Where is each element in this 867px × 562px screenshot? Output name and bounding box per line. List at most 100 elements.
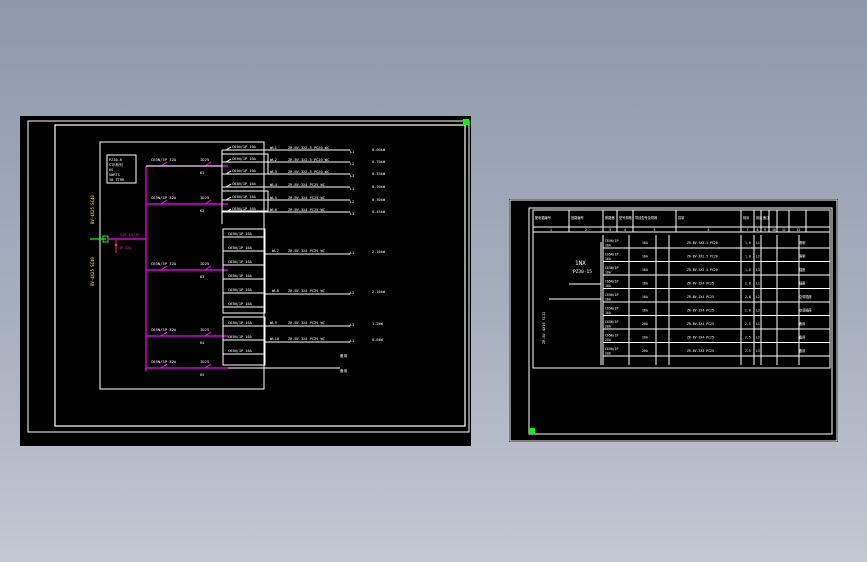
- feeder-rcd-label: ID25: [200, 157, 209, 162]
- branch-breaker-label: C65N/1P 16A: [232, 207, 257, 211]
- row-phase: L3: [756, 309, 760, 313]
- branch-power: 0.55kW: [372, 172, 386, 176]
- row-use: 插座: [799, 267, 806, 272]
- group-a-breaker-label: C65N/1P 16A: [228, 246, 253, 250]
- group-a-box: [222, 228, 266, 314]
- group-a-breaker-label: C65N/1P 16A: [228, 232, 253, 236]
- row-breaker: C65N/1P: [605, 334, 619, 338]
- group-b-cable: ZR-BV-3X4 PC25 WC: [288, 337, 325, 341]
- row-rating: 16A: [605, 257, 611, 261]
- branch-phase: L1: [350, 150, 354, 154]
- panel-label: 1NX: [575, 260, 586, 267]
- info-box-line: SWRTS: [109, 173, 120, 177]
- row-use: 备用: [799, 321, 805, 326]
- row-cable: ZR-BV-3X4 PC25: [687, 309, 714, 313]
- row-kw: 2.0: [745, 295, 751, 299]
- branch-cable: ZR-BV-3X4 PC25 WC: [288, 208, 325, 212]
- header-number: 4: [624, 228, 626, 232]
- row-phase: L3: [756, 349, 760, 353]
- group-b-cable: ZR-BV-3X4 PC25 WC: [288, 321, 325, 325]
- row-use: 照明: [799, 255, 805, 259]
- row-breaker: C65N/1P: [605, 239, 619, 243]
- group-b-breaker-label: C65N/1P 16A: [228, 321, 253, 325]
- feeder-tag: K1: [200, 171, 204, 175]
- incoming-breaker-label: S2E-63/4P: [120, 233, 139, 237]
- feeder-switch: [160, 161, 168, 167]
- group-b-power: 1.2kW: [372, 322, 384, 326]
- sheet-inner-frame: [528, 207, 833, 435]
- panel-sub-label: PZ30-15: [573, 269, 592, 275]
- branch-switch: [225, 183, 232, 188]
- group-a-breaker-label: C65N/1P 16A: [228, 302, 253, 306]
- row-cable: ZR-BV-3X2.5 PC20: [687, 268, 718, 272]
- branch-breaker-label: C65N/1P 16A: [232, 195, 257, 199]
- feeder-tag: K5: [200, 373, 204, 377]
- group-b-breaker-label: C65N/1P 16A: [228, 335, 253, 339]
- group-a-cable: ZR-BV-3X4 PC25 WC: [288, 249, 325, 253]
- row-kw: 2.0: [745, 282, 751, 286]
- row-cable: ZR-BV-3X4 PC25: [687, 336, 714, 340]
- sheet-inner-frame: [54, 124, 466, 427]
- info-box: [106, 154, 137, 184]
- branch-code: WL2: [270, 157, 277, 162]
- row-kw: 2.5: [745, 336, 751, 340]
- header-cell: 导线型号及规格: [635, 215, 658, 220]
- row-breaker: C65N/1P: [605, 293, 619, 297]
- branch-cable: ZR-BV-3X4 PC25 WC: [288, 196, 325, 200]
- header-number: 9: [764, 228, 766, 232]
- row-use: 备用: [799, 335, 805, 340]
- spare-label: 备用: [340, 353, 348, 358]
- header-number: 5: [654, 228, 656, 232]
- row-rating-col: 16A: [642, 255, 648, 259]
- row-cable: ZR-BV-3X2.5 PC20: [687, 241, 718, 245]
- header-cell: 用途: [756, 215, 763, 220]
- row-rating-col: 16A: [642, 282, 648, 286]
- row-rating: 20A: [605, 352, 611, 356]
- row-rating-col: 16A: [642, 295, 648, 299]
- row-kw: 1.0: [745, 255, 751, 259]
- header-number: 1: [550, 228, 552, 232]
- branch-power: 0.45kW: [372, 210, 386, 214]
- row-cable: ZR-BV-3X4 PC25: [687, 349, 714, 353]
- feeder-breaker-label: C65N/3P 32A: [151, 157, 177, 162]
- branch-phase: L2: [350, 162, 354, 166]
- branch-phase: L2: [350, 200, 354, 204]
- group-b-power: 0.6kW: [372, 338, 384, 342]
- row-rating: 16A: [605, 298, 611, 302]
- feeder-switch: [160, 331, 168, 337]
- group-b-phase: L3: [350, 323, 354, 327]
- branch-power: 0.70kW: [372, 160, 386, 164]
- row-breaker: C65N/1P: [605, 347, 619, 351]
- info-box-line: 30 TTRR: [109, 178, 125, 182]
- branch-switch: [225, 158, 232, 163]
- branch-cable: ZR-BV-3X2.5 PC20 WC: [288, 158, 329, 162]
- row-kw: 2.0: [745, 309, 751, 313]
- group-a-cable: ZR-BV-3X4 PC25 WC: [288, 289, 325, 293]
- row-breaker: C65N/1P: [605, 320, 619, 324]
- feeder-switch: [160, 265, 168, 271]
- branch-phase: L1: [350, 187, 354, 191]
- feeder-tag: K3: [200, 275, 204, 279]
- branch-switch: [225, 146, 232, 151]
- row-cable: ZR-BV-3X2.5 PC20: [687, 255, 718, 259]
- feeder-switch: [160, 363, 168, 369]
- row-breaker: C65N/1P: [605, 280, 619, 284]
- group-a-phase: L1: [350, 251, 354, 255]
- row-rating: 16A: [605, 311, 611, 315]
- group-b-phase: L1: [350, 339, 354, 343]
- branch-code: WL6: [270, 207, 278, 212]
- feeder-breaker-label: C65N/3P 32A: [151, 327, 177, 332]
- branch-switch: [225, 196, 232, 201]
- header-number: 8: [757, 228, 759, 232]
- feeder-rcd-label: ID25: [200, 359, 209, 364]
- incoming-cable-label: ZR-BV-4X16 SC32: [542, 312, 546, 344]
- feeder-rcd-label: ID25: [200, 195, 209, 200]
- row-rating: 20A: [605, 338, 611, 342]
- header-cell: 备注: [763, 215, 770, 220]
- group-a-breaker-label: C65N/1P 16A: [228, 288, 253, 292]
- header-number: 12: [797, 228, 801, 232]
